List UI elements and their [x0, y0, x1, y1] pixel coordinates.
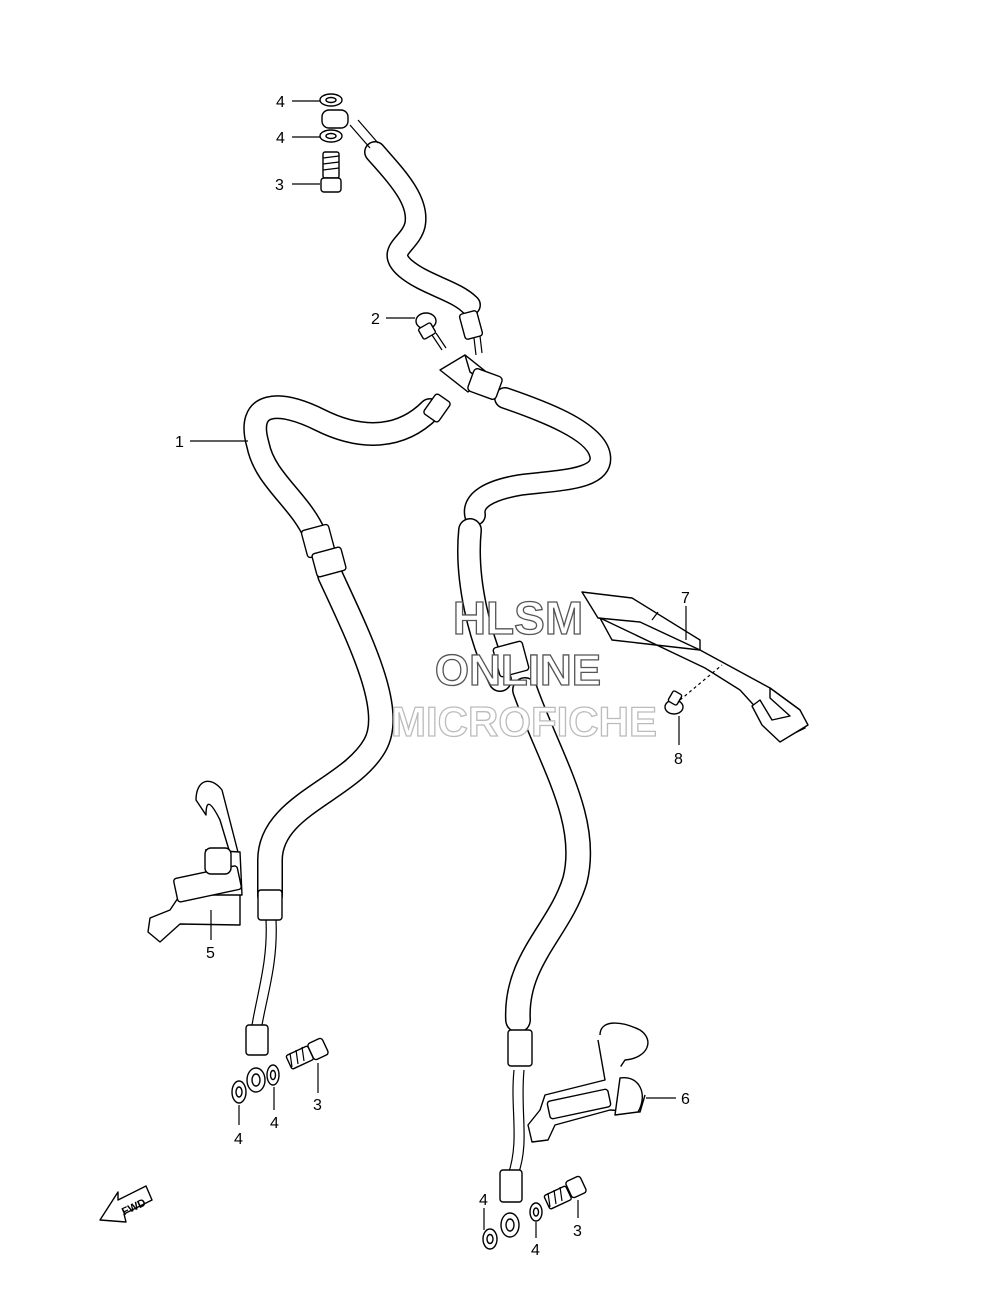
- upper-hose: [349, 119, 481, 316]
- callout-top-bolt: 3: [275, 177, 284, 194]
- callout-right-clamp: 6: [681, 1091, 690, 1108]
- top-washer-2: [319, 129, 343, 143]
- leader-lines: [190, 100, 687, 1238]
- watermark-line2: ONLINE: [435, 646, 601, 695]
- hose-junction: [423, 310, 503, 423]
- watermark-line1: HLSM: [453, 592, 583, 644]
- left-hose-fittings: [245, 523, 347, 1093]
- right-washer-2: [529, 1202, 543, 1222]
- callout-hose: 1: [175, 434, 184, 451]
- right-hose-clamp: [527, 1022, 649, 1143]
- fwd-arrow-icon: FWD: [99, 1185, 153, 1223]
- callout-left-clamp: 5: [206, 945, 215, 962]
- clamp-bracket: [581, 591, 809, 743]
- callout-right-bolt: 3: [573, 1223, 582, 1240]
- right-washer-1: [482, 1228, 498, 1250]
- callout-clamp-bracket: 7: [681, 590, 690, 607]
- left-washer-1: [231, 1080, 247, 1104]
- left-banjo-bolt: [285, 1037, 329, 1070]
- callout-left-washer-a: 4: [234, 1131, 243, 1148]
- top-banjo-fitting: [321, 109, 349, 129]
- right-banjo-bolt: [543, 1175, 587, 1210]
- callout-right-washer-a: 4: [479, 1192, 488, 1209]
- watermark: HLSM ONLINE MICROFICHE: [390, 591, 657, 745]
- callout-right-washer-b: 4: [531, 1242, 540, 1259]
- right-hose-fittings: [492, 640, 533, 1238]
- left-hose-clamp: [147, 780, 243, 943]
- clamp-screw: [664, 664, 723, 715]
- right-hose: [457, 387, 612, 1176]
- left-hose: [243, 395, 442, 1026]
- top-banjo-bolt: [320, 151, 342, 193]
- junction-bolt: [415, 312, 447, 351]
- callout-top-washer-b: 4: [276, 130, 285, 147]
- watermark-line3: MICROFICHE: [391, 698, 657, 745]
- callout-top-washer-a: 4: [276, 94, 285, 111]
- top-washer-1: [319, 93, 343, 107]
- left-washer-2: [266, 1064, 280, 1086]
- callout-junction-bolt: 2: [371, 311, 380, 328]
- callout-left-bolt: 3: [313, 1097, 322, 1114]
- callout-left-washer-b: 4: [270, 1115, 279, 1132]
- callout-clamp-screw: 8: [674, 751, 683, 768]
